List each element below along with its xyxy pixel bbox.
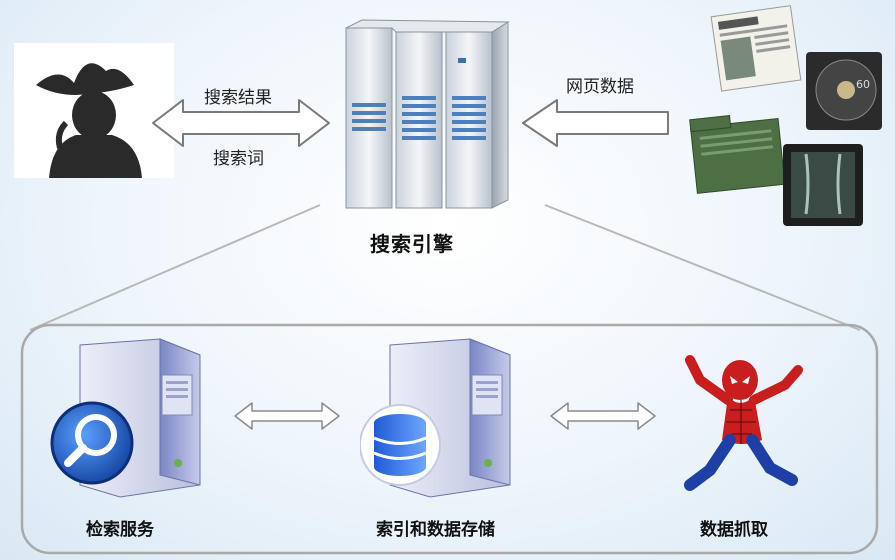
double-arrow-bottom-left (232, 400, 342, 432)
double-arrow-left (150, 97, 332, 149)
search-results-label: 搜索结果 (204, 88, 272, 108)
search-query-label: 搜索词 (213, 149, 264, 169)
retrieval-service-label: 检索服务 (86, 520, 154, 540)
web-data-arrow (520, 97, 672, 149)
search-engine-server-icon (340, 18, 520, 213)
web-data-label: 网页数据 (566, 77, 634, 97)
retrieval-service-icon (50, 335, 210, 500)
crawler-spider-icon (680, 340, 810, 500)
web-documents-icon: 60 (688, 4, 888, 229)
svg-text:60: 60 (856, 78, 870, 91)
user-silhouette-icon (14, 43, 174, 178)
search-engine-title: 搜索引擎 (370, 232, 454, 256)
index-storage-label: 索引和数据存储 (376, 520, 495, 540)
index-storage-server-icon (360, 335, 520, 500)
double-arrow-bottom-right (548, 400, 658, 432)
data-crawling-label: 数据抓取 (700, 520, 768, 540)
